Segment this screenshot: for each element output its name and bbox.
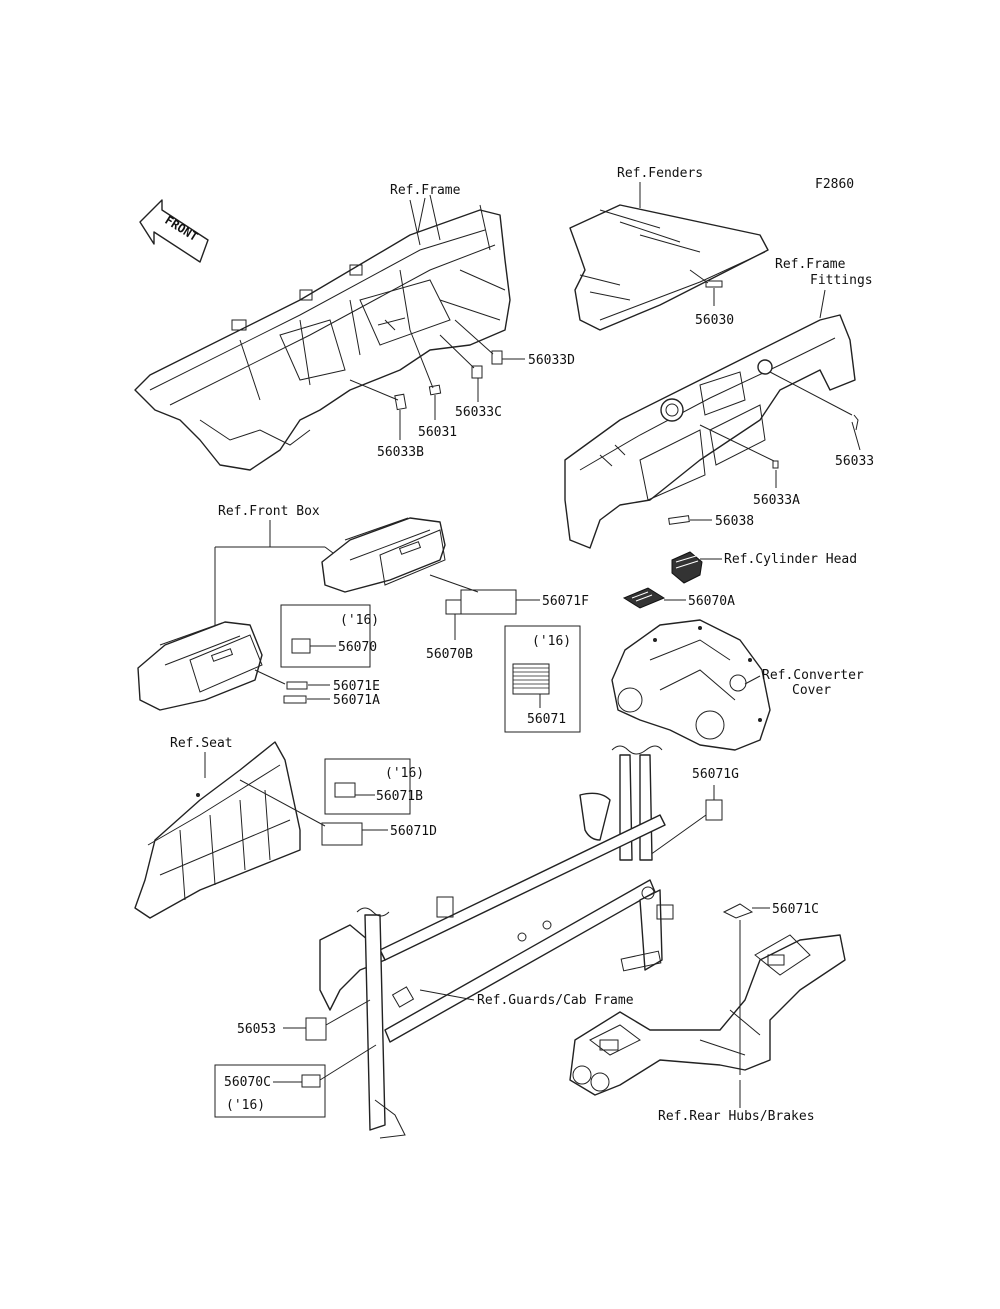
- part-56070: 56070: [338, 640, 377, 655]
- figure-id: F2860: [815, 177, 854, 192]
- part-56033D: 56033D: [528, 353, 575, 368]
- part-56031: 56031: [418, 425, 457, 440]
- part-56033A: 56033A: [753, 493, 800, 508]
- ref-converter-cover-label-1: Ref.Converter: [762, 668, 864, 683]
- part-56071C: 56071C: [772, 902, 819, 917]
- part-56071G: 56071G: [692, 767, 739, 782]
- part-56071A: 56071A: [333, 693, 380, 708]
- part-56038: 56038: [715, 514, 754, 529]
- part-56070B: 56070B: [426, 647, 473, 662]
- label-56071-icon: [512, 663, 550, 695]
- part-56071F: 56071F: [542, 594, 589, 609]
- rear-hubs-drawing: [569, 934, 846, 1096]
- ref-converter-cover-label-2: Cover: [792, 683, 831, 698]
- part-56053: 56053: [237, 1022, 276, 1037]
- part-56033C: 56033C: [455, 405, 502, 420]
- ref-cylinder-head-label: Ref.Cylinder Head: [724, 552, 857, 567]
- year-box-56070: [280, 604, 371, 668]
- main-frame-drawing: [134, 194, 511, 471]
- front-box-lower-drawing: [137, 621, 263, 711]
- cylinder-head-icon: [671, 551, 703, 584]
- frame-fittings-drawing: [564, 314, 856, 549]
- ref-seat-label: Ref.Seat: [170, 736, 233, 751]
- part-56071B: 56071B: [376, 789, 423, 804]
- part-56033: 56033: [835, 454, 874, 469]
- year-box-56071: [504, 625, 581, 733]
- part-56030: 56030: [695, 313, 734, 328]
- ref-guards-label: Ref.Guards/Cab Frame: [477, 993, 634, 1008]
- front-box-upper-drawing: [321, 517, 446, 593]
- svg-text:('16): ('16): [532, 634, 571, 649]
- converter-cover-drawing: [611, 619, 771, 751]
- ref-frame-fittings-label-2: Fittings: [810, 273, 873, 288]
- fenders-drawing: [569, 204, 769, 331]
- part-56070C: 56070C: [224, 1075, 271, 1090]
- label-56070A-icon: [622, 587, 666, 609]
- ref-rear-hubs-label: Ref.Rear Hubs/Brakes: [658, 1109, 815, 1124]
- part-56071E: 56071E: [333, 679, 380, 694]
- part-56070A: 56070A: [688, 594, 735, 609]
- ref-fenders-label: Ref.Fenders: [617, 166, 703, 181]
- cab-frame-drawing: [319, 745, 674, 1139]
- svg-text:('16): ('16): [226, 1098, 265, 1113]
- ref-frame-label: Ref.Frame: [390, 183, 461, 198]
- year-box-56070C: [214, 1064, 326, 1118]
- svg-text:('16): ('16): [340, 613, 379, 628]
- part-56071: 56071: [527, 712, 566, 727]
- part-56033B: 56033B: [377, 445, 424, 460]
- label-56071C-icon: [722, 903, 754, 919]
- front-arrow-icon: FRONT: [139, 199, 209, 263]
- svg-text:('16): ('16): [385, 766, 424, 781]
- year-box-56071B: [324, 758, 411, 815]
- ref-frame-fittings-label-1: Ref.Frame: [775, 257, 846, 272]
- part-56071D: 56071D: [390, 824, 437, 839]
- ref-front-box-label: Ref.Front Box: [218, 504, 320, 519]
- seat-drawing: [134, 741, 301, 919]
